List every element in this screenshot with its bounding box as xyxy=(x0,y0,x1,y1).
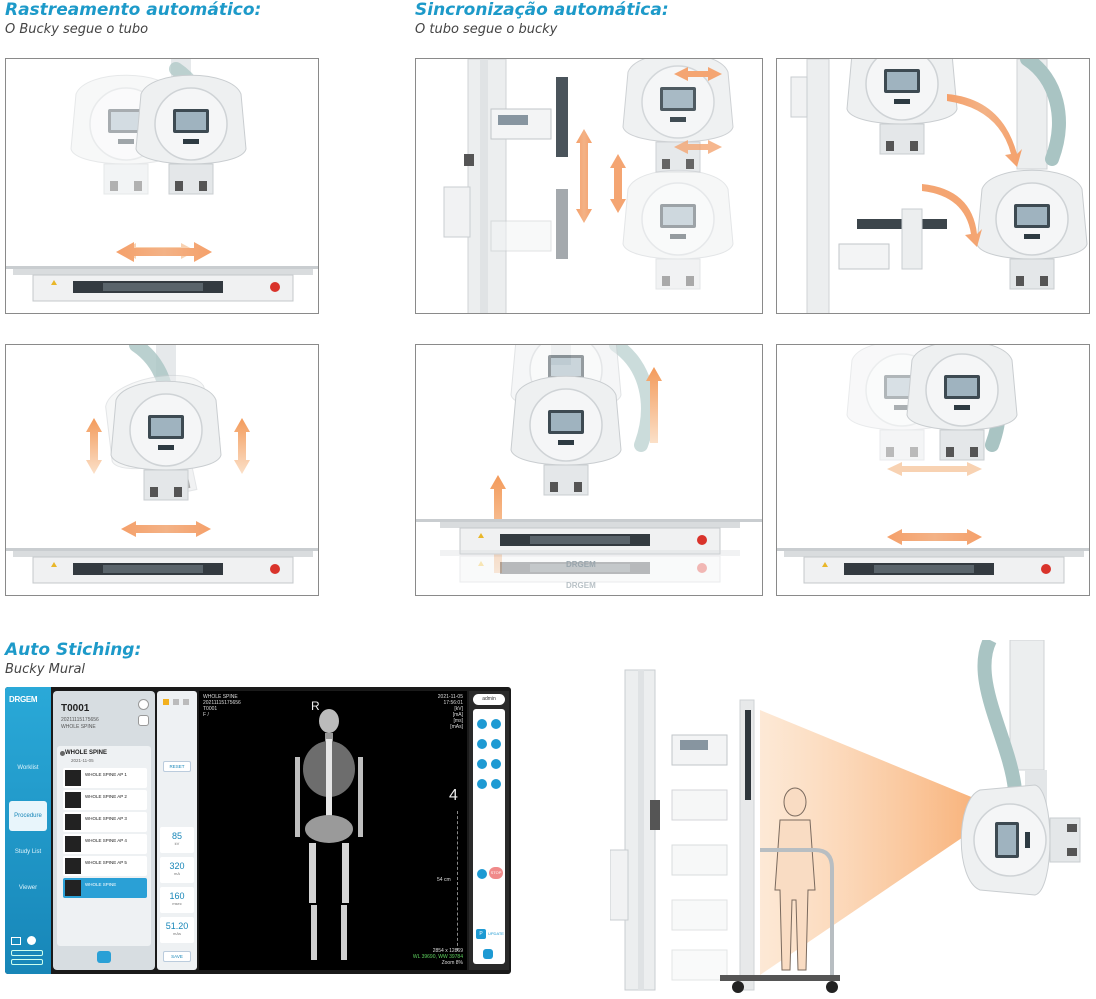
list-item[interactable]: WHOLE SPINE AP 3 xyxy=(63,812,147,832)
patient-number: 20211115175656 xyxy=(61,717,99,723)
xray-thumbnail xyxy=(65,858,81,874)
update-button[interactable]: UPDATE xyxy=(488,931,504,936)
add-icon[interactable] xyxy=(97,951,111,963)
trash-icon[interactable] xyxy=(138,715,149,726)
ruler-number: 4 xyxy=(449,787,458,804)
patient-panel: T0001 20211115175656 WHOLE SPINE WHOLE S… xyxy=(53,691,155,970)
viewer-top-right: 2021-11-05 17:56:01 [kV] [mA] [ms] [mAs] xyxy=(437,694,463,730)
lightning-icon xyxy=(173,699,179,705)
panel-sync-vertical: DRGEM DRGEM xyxy=(415,344,763,596)
auto-sync-subtitle: O tubo segue o bucky xyxy=(415,22,558,37)
panel-sync-rotation xyxy=(776,58,1090,314)
rotate-icon[interactable] xyxy=(491,739,501,749)
xray-thumbnail xyxy=(65,836,81,852)
status-indicator xyxy=(11,950,43,956)
nav-viewer[interactable]: Viewer xyxy=(18,885,38,891)
panel-sync-horizontal xyxy=(776,344,1090,596)
user-button[interactable]: admin xyxy=(473,694,505,705)
camera-icon[interactable] xyxy=(477,739,487,749)
study-date: 2021-11-05 xyxy=(71,758,94,763)
auto-sync-title: Sincronização automática: xyxy=(415,0,669,20)
list-item[interactable]: WHOLE SPINE AP 4 xyxy=(63,834,147,854)
warning-icon xyxy=(163,699,169,705)
monitor-icon[interactable] xyxy=(11,937,21,945)
globe-tool-icon[interactable] xyxy=(477,869,487,879)
tool-buttons: STOP P UPDATE xyxy=(473,709,505,964)
reset-button[interactable]: RESET xyxy=(163,761,191,772)
crop-icon[interactable] xyxy=(491,779,501,789)
edit-icon[interactable] xyxy=(491,719,501,729)
nav-worklist[interactable]: Worklist xyxy=(17,765,39,771)
alert-icon xyxy=(183,699,189,705)
acquisition-software-window: DRGEM Worklist Procedure Study List View… xyxy=(5,687,511,974)
viewer-bottom-right: 2854 x 12869 WL 39690, WW 39784 Zoom 8% xyxy=(412,948,463,966)
globe-icon[interactable] xyxy=(27,936,36,945)
xray-thumbnail xyxy=(65,814,81,830)
panel-tracking-rotation xyxy=(5,344,319,596)
ruler-scale xyxy=(457,811,458,951)
settings-icon[interactable] xyxy=(477,719,487,729)
stop-button[interactable]: STOP xyxy=(489,867,503,879)
software-logo: DRGEM xyxy=(9,695,38,704)
list-item-selected[interactable]: WHOLE SPINE xyxy=(63,878,147,898)
xray-thumbnail xyxy=(65,770,81,786)
save-button[interactable]: SAVE xyxy=(163,951,191,962)
viewer-top-left: WHOLE SPINE 20211115175656 T0001 F / xyxy=(203,694,241,718)
nav-procedure[interactable]: Procedure xyxy=(9,801,47,831)
list-item[interactable]: WHOLE SPINE AP 2 xyxy=(63,790,147,810)
export-icon[interactable] xyxy=(483,949,493,959)
list-item[interactable]: WHOLE SPINE AP 1 xyxy=(63,768,147,788)
auto-stitching-title: Auto Stiching: xyxy=(5,640,142,660)
image-viewer[interactable]: WHOLE SPINE 20211115175656 T0001 F / 202… xyxy=(199,691,467,970)
xray-thumbnail xyxy=(65,880,81,896)
software-sidebar: DRGEM Worklist Procedure Study List View… xyxy=(5,687,51,974)
panel-tracking-horizontal xyxy=(5,58,319,314)
laterality-marker: R xyxy=(311,699,320,713)
battery-indicator xyxy=(11,959,43,965)
tool-panel: admin STOP P UPDATE xyxy=(469,691,509,970)
stitching-wallstand-illustration xyxy=(610,640,1081,993)
patient-study: WHOLE SPINE xyxy=(61,724,96,730)
auto-tracking-subtitle: O Bucky segue o tubo xyxy=(5,22,149,37)
brand-stamp: DRGEM xyxy=(566,560,596,569)
collapse-icon[interactable] xyxy=(60,751,65,756)
layout-icon[interactable] xyxy=(491,759,501,769)
auto-stitching-subtitle: Bucky Mural xyxy=(5,662,86,677)
list-item[interactable]: WHOLE SPINE AP 5 xyxy=(63,856,147,876)
study-card: WHOLE SPINE 2021-11-05 WHOLE SPINE AP 1 … xyxy=(57,746,151,946)
ruler-label: 54 cm xyxy=(437,877,451,883)
xray-thumbnail xyxy=(65,792,81,808)
auto-tracking-title: Rastreamento automático: xyxy=(5,0,262,20)
stitched-xray-image xyxy=(295,709,363,960)
flip-icon[interactable] xyxy=(477,759,487,769)
brand-stamp-reflection: DRGEM xyxy=(566,581,596,590)
patient-id: T0001 xyxy=(61,703,90,714)
menu-icon[interactable] xyxy=(138,699,149,710)
invert-icon[interactable] xyxy=(477,779,487,789)
study-title: WHOLE SPINE xyxy=(65,750,108,756)
nav-study-list[interactable]: Study List xyxy=(14,849,42,855)
panel-sync-wallstand xyxy=(415,58,763,314)
p-button[interactable]: P xyxy=(476,929,486,939)
